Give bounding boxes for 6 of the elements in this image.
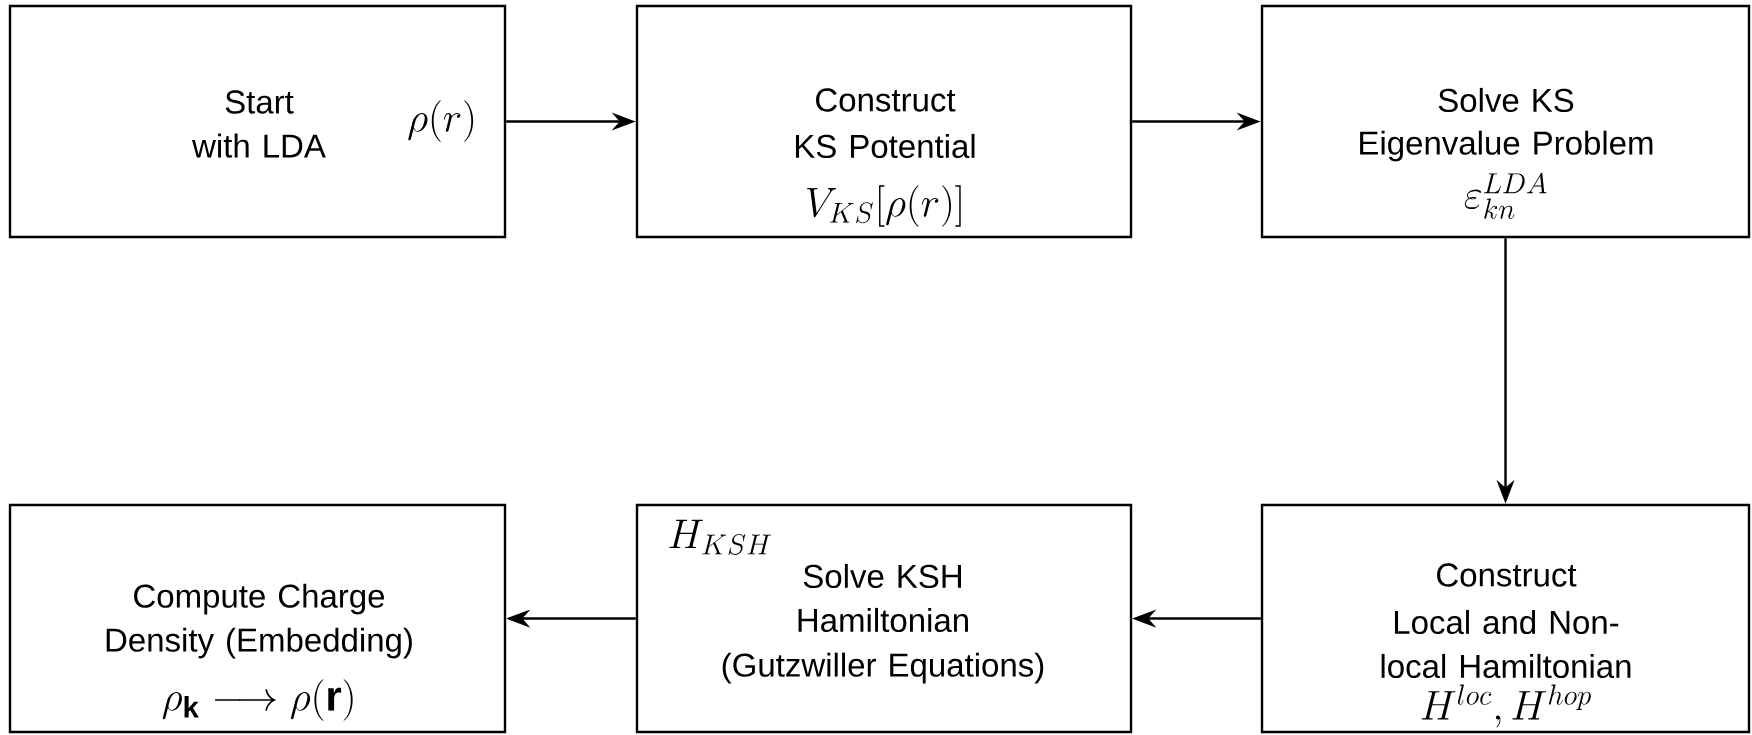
process-box: Compute Charge Density (Embedding) $\rho_{\mathbf{k}} \longrightarrow \rho(\mathbf{r})$ bbox=[8, 503, 507, 734]
process-box: Start with LDA $\rho(r)$ bbox=[8, 4, 507, 239]
process-box: $H_{KSH}$ Solve KSH Hamiltonian (Gutzwiller Equations) bbox=[635, 503, 1133, 734]
process-box: Construct KS Potential $V_{KS}[\rho(r)]$ bbox=[635, 4, 1133, 239]
process-box: Solve KS Eigenvalue Problem $\varepsilon_{kn}^{LDA}$ bbox=[1260, 4, 1751, 239]
process-box: Construct Local and Non-local Hamiltonian $H^{loc}, H^{hop}$ bbox=[1260, 503, 1751, 734]
